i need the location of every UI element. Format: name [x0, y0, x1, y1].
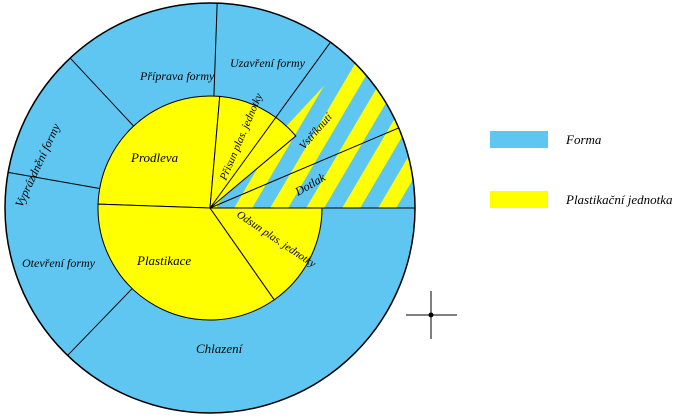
label-prodleva: Prodleva	[130, 150, 179, 165]
stripe-band	[410, 58, 415, 208]
label-priprava-formy: Příprava formy	[139, 69, 215, 83]
divider-vyprazdneni-priprava	[69, 57, 134, 127]
inner-sector-odsun	[209, 207, 323, 301]
crosshair-cursor-icon	[406, 291, 457, 339]
inner-sector-prodleva	[97, 95, 221, 209]
sector-dividers	[8, 3, 415, 356]
inner-sector-prisun	[209, 95, 297, 210]
stripe-band	[446, 45, 564, 215]
label-chlazeni: Chlazení	[196, 341, 244, 356]
legend-forma: Forma	[490, 131, 601, 148]
stripe-band	[482, 45, 600, 215]
stripe-band	[590, 45, 680, 215]
stripe-band	[374, 58, 415, 208]
divider-otevreni-vyprazdneni	[8, 171, 100, 190]
stripe-band	[266, 58, 384, 208]
legend-plastikacni-jednotka: Plastikační jednotka	[490, 191, 673, 208]
legend-label-forma: Forma	[566, 131, 602, 147]
label-plastikace: Plastikace	[136, 253, 191, 268]
stripe-band	[554, 45, 672, 215]
stripe-band	[518, 45, 636, 215]
legend-label-plastikacni: Plastikační jednotka	[566, 191, 673, 207]
stripe-band	[338, 58, 415, 208]
label-uzavreni-formy: Uzavření formy	[230, 56, 306, 70]
legend-swatch-forma	[490, 131, 548, 148]
legend-swatch-plastikacni	[490, 191, 548, 208]
divider-uzavreni-vstriknuti	[209, 41, 331, 209]
divider-vstriknuti-dotlak	[209, 127, 399, 209]
inner-sector-plastikace	[97, 203, 275, 321]
divider-priprava-uzavreni	[213, 3, 218, 97]
divider-chlazeni-otevreni	[67, 288, 133, 356]
stripe-band	[626, 45, 680, 215]
label-otevreni-formy: Otevření formy	[22, 256, 96, 270]
